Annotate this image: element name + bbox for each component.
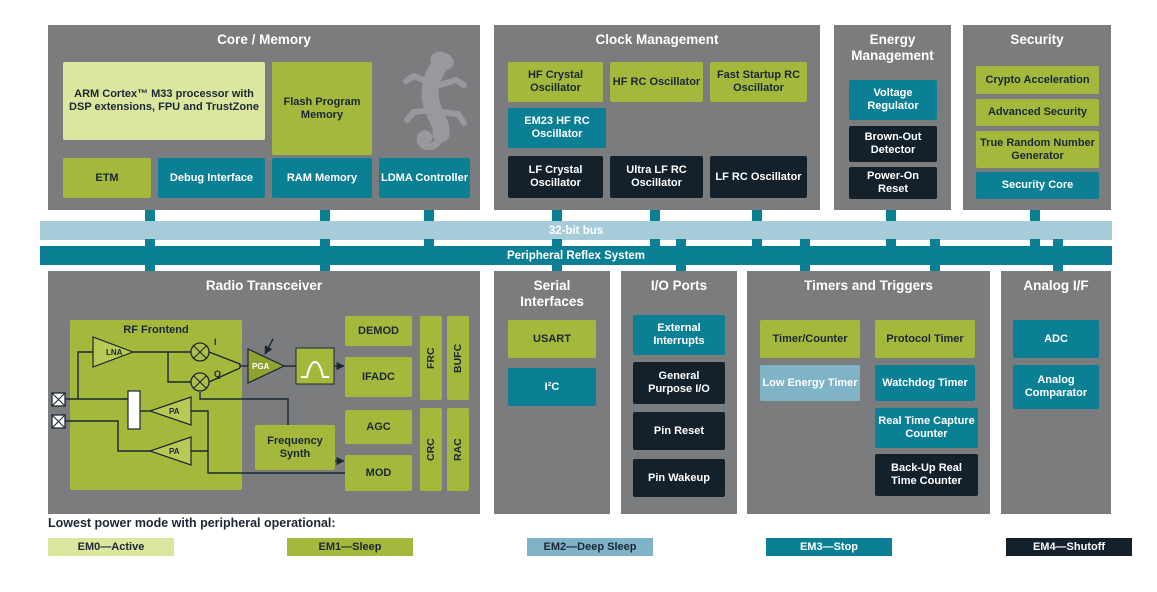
- pin-wakeup-block: Pin Wakeup: [633, 459, 725, 497]
- bus-connector: [650, 210, 660, 222]
- watchdog-timer-block: Watchdog Timer: [875, 365, 975, 401]
- bus-connector: [752, 239, 762, 247]
- lf-rc-oscillator-block: LF RC Oscillator: [710, 156, 807, 198]
- bus-connector: [886, 239, 896, 247]
- legend-em1-sleep: EM1—Sleep: [287, 538, 413, 556]
- i2c-block: I²C: [508, 368, 596, 406]
- radio-transceiver-title: Radio Transceiver: [205, 278, 323, 293]
- adc-block: ADC: [1013, 320, 1099, 358]
- bus-connector: [145, 264, 155, 272]
- bus-connector: [1030, 210, 1040, 222]
- bus-connector: [320, 239, 330, 247]
- debug-interface-block: Debug Interface: [158, 158, 265, 198]
- low-energy-timer-block: Low Energy Timer: [760, 365, 860, 401]
- bus-connector: [1053, 239, 1063, 247]
- arm-cortex-m33-block: ARM Cortex™ M33 processor with DSP exten…: [63, 62, 265, 140]
- legend-em0-active: EM0—Active: [48, 538, 174, 556]
- external-interrupts-block: External Interrupts: [633, 315, 725, 355]
- clock-management-title: Clock Management: [595, 32, 719, 47]
- brown-out-detector-block: Brown-Out Detector: [849, 126, 937, 162]
- bus-connector: [800, 264, 810, 272]
- energy-management-title: Energy Management: [851, 32, 934, 63]
- bus-connector: [552, 210, 562, 222]
- bus-connector: [552, 264, 562, 272]
- frc-block: FRC: [420, 316, 442, 400]
- ldma-controller-block: LDMA Controller: [379, 158, 470, 198]
- bus-connector: [424, 239, 434, 247]
- bus-connector: [886, 210, 896, 222]
- power-on-reset-block: Power-On Reset: [849, 167, 937, 199]
- serial-interfaces-title: Serial Interfaces: [520, 278, 584, 309]
- flash-program-memory-block: Flash Program Memory: [272, 62, 372, 155]
- bus-connector: [320, 210, 330, 222]
- bus-connector: [1053, 264, 1063, 272]
- crc-block: CRC: [420, 408, 442, 491]
- prs-label: Peripheral Reflex System: [506, 249, 646, 262]
- frequency-synth-block: Frequency Synth: [255, 425, 335, 470]
- bus-32bit: 32-bit bus: [40, 221, 1112, 240]
- analog-if-title: Analog I/F: [1023, 278, 1089, 293]
- demod-block: DEMOD: [345, 316, 412, 346]
- crypto-acceleration-block: Crypto Acceleration: [976, 66, 1099, 94]
- backup-real-time-counter-block: Back-Up Real Time Counter: [875, 454, 978, 496]
- rf-frontend-label: RF Frontend: [123, 324, 189, 336]
- security-title: Security: [1010, 32, 1064, 47]
- bus-connector: [676, 239, 686, 247]
- rac-block: RAC: [447, 408, 469, 491]
- bus-connector: [930, 264, 940, 272]
- rf-frontend-block: [70, 320, 242, 490]
- pin-reset-block: Pin Reset: [633, 412, 725, 450]
- protocol-timer-block: Protocol Timer: [875, 320, 975, 358]
- security-core-block: Security Core: [976, 172, 1099, 199]
- io-ports-title: I/O Ports: [650, 278, 708, 293]
- bus-connector: [424, 210, 434, 222]
- bus-connector: [145, 210, 155, 222]
- gecko-logo-icon: [403, 51, 467, 151]
- lf-crystal-oscillator-block: LF Crystal Oscillator: [508, 156, 603, 198]
- core-memory-title: Core / Memory: [217, 32, 311, 47]
- bus-connector: [320, 264, 330, 272]
- ultra-lf-rc-oscillator-block: Ultra LF RC Oscillator: [610, 156, 703, 198]
- voltage-regulator-block: Voltage Regulator: [849, 80, 937, 120]
- bus-connector: [145, 239, 155, 247]
- hf-crystal-oscillator-block: HF Crystal Oscillator: [508, 62, 603, 102]
- advanced-security-block: Advanced Security: [976, 99, 1099, 126]
- agc-block: AGC: [345, 410, 412, 444]
- bus-connector: [930, 239, 940, 247]
- bus-32bit-label: 32-bit bus: [548, 224, 604, 237]
- ifadc-block: IFADC: [345, 357, 412, 397]
- timer-counter-block: Timer/Counter: [760, 320, 860, 358]
- bus-connector: [800, 239, 810, 247]
- timers-triggers-title: Timers and Triggers: [804, 278, 933, 293]
- ram-memory-block: RAM Memory: [272, 158, 372, 198]
- bus-connector: [1030, 239, 1040, 247]
- bus-connector: [676, 264, 686, 272]
- mod-block: MOD: [345, 455, 412, 491]
- bus-connector: [650, 239, 660, 247]
- bus-connector: [752, 210, 762, 222]
- legend-em3-stop: EM3—Stop: [766, 538, 892, 556]
- fast-startup-rc-oscillator-block: Fast Startup RC Oscillator: [710, 62, 807, 102]
- legend-caption: Lowest power mode with peripheral operat…: [48, 516, 336, 530]
- peripheral-reflex-system-bus: Peripheral Reflex System: [40, 246, 1112, 265]
- gpio-block: General Purpose I/O: [633, 362, 725, 404]
- bus-connector: [552, 239, 562, 247]
- true-random-number-generator-block: True Random Number Generator: [976, 131, 1099, 168]
- bufc-block: BUFC: [447, 316, 469, 400]
- analog-comparator-block: Analog Comparator: [1013, 365, 1099, 409]
- real-time-capture-counter-block: Real Time Capture Counter: [875, 408, 978, 448]
- hf-rc-oscillator-block: HF RC Oscillator: [610, 62, 703, 102]
- legend-em4-shutoff: EM4—Shutoff: [1006, 538, 1132, 556]
- etm-block: ETM: [63, 158, 151, 198]
- em23-hf-rc-oscillator-block: EM23 HF RC Oscillator: [508, 108, 606, 148]
- usart-block: USART: [508, 320, 596, 358]
- legend-em2-deep-sleep: EM2—Deep Sleep: [527, 538, 653, 556]
